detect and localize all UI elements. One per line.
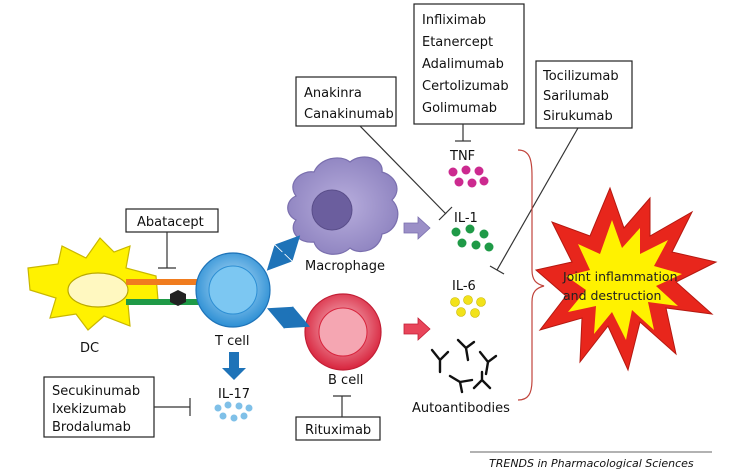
il1-dots xyxy=(451,224,494,252)
mhc-complex xyxy=(170,290,186,306)
bcell-to-autoantibodies-arrow xyxy=(403,317,431,341)
autoantibody-shapes xyxy=(430,338,498,394)
outcome-line-1: Joint inflammation xyxy=(562,269,678,284)
label-tcell: T cell xyxy=(214,334,249,349)
costim-receptor-green xyxy=(126,299,204,305)
macrophage xyxy=(287,156,399,255)
footer-credit: TRENDS in Pharmacological Sciences xyxy=(489,457,694,470)
b-cell xyxy=(304,293,382,371)
bcell-depleter-box: Rituximab xyxy=(295,416,381,441)
tcell-bcell-arrow xyxy=(266,306,311,329)
drug-tocilizumab: Tocilizumab xyxy=(542,69,619,84)
drug-golimumab: Golimumab xyxy=(422,101,497,116)
drug-ixekizumab: Ixekizumab xyxy=(52,402,126,417)
label-bcell: B cell xyxy=(328,373,363,388)
label-il6: IL-6 xyxy=(452,279,476,294)
label-dc: DC xyxy=(80,341,99,356)
drug-sirukumab: Sirukumab xyxy=(543,109,613,124)
il6-inhibitor-box: Tocilizumab Sarilumab Sirukumab xyxy=(535,60,633,129)
drug-infliximab: Infliximab xyxy=(422,13,486,28)
label-tnf: TNF xyxy=(449,149,475,164)
costim-blocker-box: Abatacept xyxy=(125,208,219,233)
il1-inhibitor-box: Anakinra Canakinumab xyxy=(295,76,397,127)
grouping-brace xyxy=(517,149,545,401)
il1-inhibition-line xyxy=(359,125,447,215)
macrophage-to-il1-arrow xyxy=(403,216,431,240)
dendritic-cell xyxy=(27,237,159,331)
il6-inhibition-line xyxy=(496,127,579,271)
tnf-dots xyxy=(448,165,489,188)
drug-canakinumab: Canakinumab xyxy=(304,107,394,122)
outcome-line-2: and destruction xyxy=(563,288,661,303)
drug-brodalumab: Brodalumab xyxy=(52,420,131,435)
drug-adalimumab: Adalimumab xyxy=(422,57,504,72)
il17-dots xyxy=(214,401,253,422)
tnf-inhibitor-box: Infliximab Etanercept Adalimumab Certoli… xyxy=(413,3,525,125)
drug-anakinra: Anakinra xyxy=(304,86,362,101)
label-il17: IL-17 xyxy=(218,387,250,402)
drug-etanercept: Etanercept xyxy=(422,35,493,50)
t-cell xyxy=(195,252,271,328)
il1-inhibition-bar xyxy=(438,206,453,221)
drug-rituximab: Rituximab xyxy=(305,423,371,438)
drug-certolizumab: Certolizumab xyxy=(422,79,509,94)
drug-sarilumab: Sarilumab xyxy=(543,89,609,104)
explosion-burst xyxy=(534,186,718,372)
drug-abatacept: Abatacept xyxy=(137,215,204,230)
tcell-to-il17-arrow xyxy=(222,352,246,380)
label-macrophage: Macrophage xyxy=(305,259,385,274)
il6-inhibition-bar xyxy=(489,265,505,275)
label-autoantibodies: Autoantibodies xyxy=(412,401,510,416)
drug-secukinumab: Secukinumab xyxy=(52,384,140,399)
il6-dots xyxy=(450,295,486,318)
tcell-macrophage-arrow xyxy=(266,235,301,271)
costim-receptor-orange xyxy=(126,279,204,285)
label-il1: IL-1 xyxy=(454,211,478,226)
il17-inhibitor-box: Secukinumab Ixekizumab Brodalumab xyxy=(43,376,155,438)
